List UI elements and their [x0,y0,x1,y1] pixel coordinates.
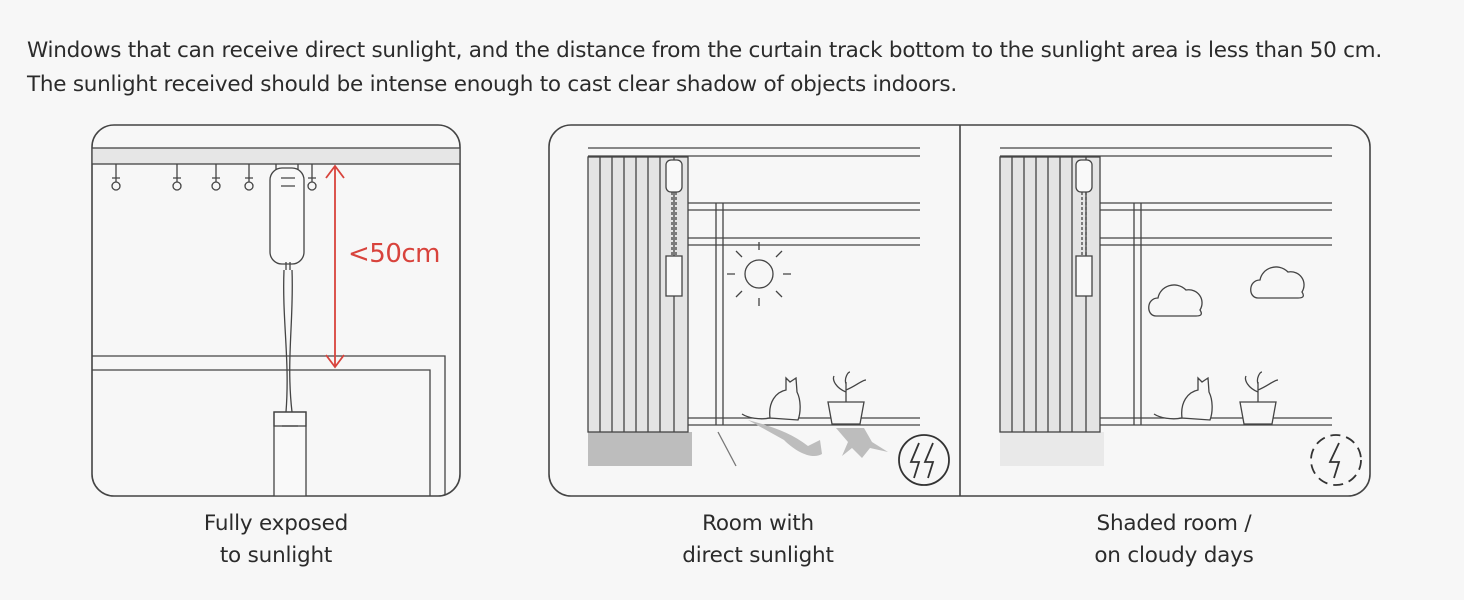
plant-icon-shaded [1239,371,1279,425]
caption-direct-sunlight: Room with direct sunlight [648,508,868,572]
caption-3-line-1: Shaded room / [1096,511,1252,536]
fast-charging-icon [898,434,950,486]
room-direct-sunlight-scene [587,147,950,486]
curtain-hooks [111,164,317,191]
cloud-icon-left [1148,284,1203,317]
caption-1-line-2: to sunlight [219,543,333,568]
curtain-track [92,147,460,165]
slow-charging-icon [1310,434,1362,486]
curtain-motor-device [269,164,307,496]
panel-2-3-frame [548,124,1371,497]
cat-icon-shaded [1153,376,1213,421]
intro-line-2: The sunlight received should be intense … [27,72,957,97]
plant-shadow [836,428,888,458]
window-frame [92,355,446,496]
distance-arrow [325,164,345,369]
cloud-icon-right [1250,266,1305,299]
room-shaded-scene [999,147,1362,486]
caption-fully-exposed: Fully exposed to sunlight [166,508,386,572]
panel-1-frame [91,124,461,497]
plant-icon [827,371,867,425]
cat-shadow [748,420,822,457]
cat-icon [741,376,801,421]
caption-2-line-2: direct sunlight [682,543,834,568]
distance-label: <50cm [348,239,440,269]
caption-3-line-2: on cloudy days [1094,543,1254,568]
caption-1-line-1: Fully exposed [203,511,349,536]
intro-line-1: Windows that can receive direct sunlight… [27,38,1382,63]
caption-2-line-1: Room with [702,511,814,536]
caption-shaded-room: Shaded room / on cloudy days [1064,508,1284,572]
sun-icon [727,242,791,306]
intro-text: Windows that can receive direct sunlight… [27,34,1447,102]
